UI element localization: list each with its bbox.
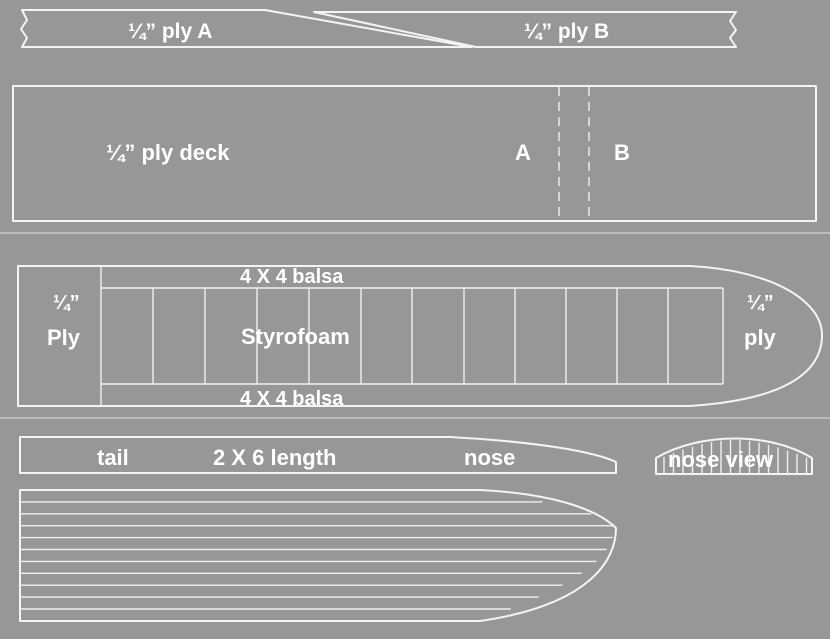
- nose-view: nose view: [655, 437, 813, 475]
- tail-ply-label-bottom: Ply: [47, 325, 81, 350]
- hull-outline: [17, 265, 823, 407]
- scarf-strips: ¼” ply A ¼” ply B: [20, 9, 737, 48]
- nose-ply-label-top: ¼”: [747, 292, 774, 314]
- frame-ribs: [152, 288, 669, 384]
- deck-mark-b: B: [614, 140, 630, 165]
- deck-mark-a: A: [515, 140, 531, 165]
- side-profile: tail 2 X 6 length nose: [19, 436, 617, 474]
- strip-b-label: ¼” ply B: [524, 20, 609, 43]
- hull-frame: 4 X 4 balsa 4 X 4 balsa Styrofoam ¼” Ply…: [17, 265, 823, 410]
- deck-label: ¼” ply deck: [106, 140, 230, 165]
- nose-view-label: nose view: [668, 447, 774, 472]
- profile-length-label: 2 X 6 length: [213, 445, 336, 470]
- bottom-balsa-label: 4 X 4 balsa: [240, 388, 344, 410]
- core-label: Styrofoam: [241, 324, 350, 349]
- strip-a-label: ¼” ply A: [128, 20, 212, 43]
- profile-nose-label: nose: [464, 445, 515, 470]
- planking-outline: [19, 489, 617, 622]
- deck-plate: ¼” ply deck A B: [12, 85, 817, 222]
- plank-lines: [20, 501, 614, 610]
- profile-outline: [19, 436, 617, 474]
- profile-tail-label: tail: [97, 445, 129, 470]
- top-balsa-label: 4 X 4 balsa: [240, 266, 344, 288]
- strip-b-outline: [313, 11, 737, 48]
- nose-ply-label-bottom: ply: [744, 325, 777, 350]
- deck-outline: [12, 85, 817, 222]
- bottom-planking: [19, 489, 617, 622]
- nose-view-outline: [655, 437, 813, 475]
- strip-a-outline: [20, 9, 473, 48]
- nose-view-ribs: [663, 440, 808, 473]
- tail-ply-label-top: ¼”: [53, 292, 80, 314]
